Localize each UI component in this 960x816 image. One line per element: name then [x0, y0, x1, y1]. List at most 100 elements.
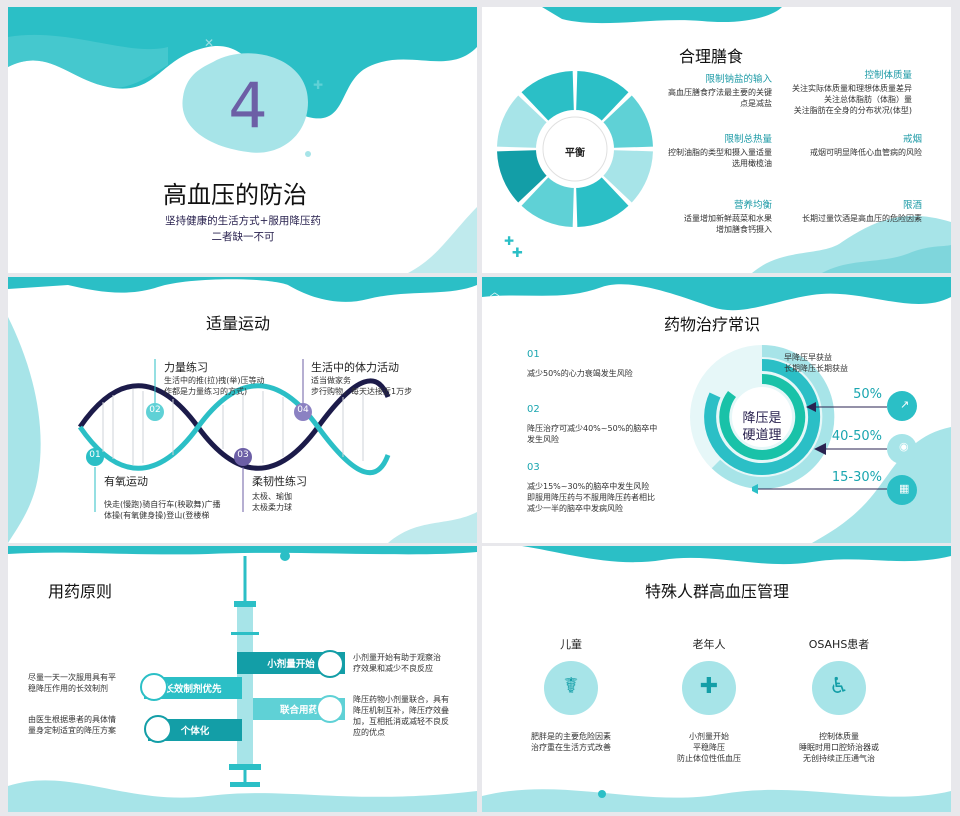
node-heading: 柔韧性练习	[252, 475, 307, 488]
pills-icon	[316, 650, 344, 678]
node-desc-line: 太极、瑜伽	[252, 492, 292, 501]
slide-diet[interactable]: ✚ ✚ 平衡 合理膳食 限制钠盐的输入高血压膳食疗法最主要的关键点是减盐 控制体质…	[482, 7, 951, 273]
thermometer-icon	[144, 715, 172, 743]
building-icon: ▦	[899, 482, 910, 495]
group-desc-line: 小剂量开始	[689, 732, 729, 741]
diet-heading: 限制钠盐的输入	[705, 74, 772, 85]
diet-desc-line: 点是减盐	[740, 99, 772, 108]
principle-desc-line: 降压药物小剂量联合，具有	[353, 695, 449, 704]
svg-text:⬠: ⬠	[490, 291, 500, 304]
node-number: 03	[237, 450, 249, 460]
pct-icon-3	[887, 475, 917, 505]
chart-icon: ↗	[900, 398, 910, 411]
node-desc-line: 快走(慢跑)骑自行车(秧歌舞)广播	[104, 500, 221, 509]
diet-desc-line: 增加膳食钙摄入	[716, 225, 772, 234]
page-title: 高血压的防治	[163, 181, 307, 209]
wheel-segment	[576, 175, 629, 227]
node-desc-line: 体操(有氧健身操)登山(登楼梯	[104, 511, 210, 520]
group-desc-line: 肥胖是的主要危险因素	[531, 732, 611, 741]
group-name: 儿童	[560, 638, 582, 651]
page-title: 药物治疗常识	[664, 315, 761, 334]
ring-center-line-2: 硬道理	[742, 428, 782, 443]
balance-wheel	[497, 71, 653, 227]
number-blob	[182, 53, 308, 153]
page-title: 用药原则	[48, 582, 113, 601]
group-name: OSAHS患者	[808, 638, 870, 651]
slide-medication-knowledge[interactable]: ⬠ 降压是 硬道理 早降压早获益 长期降压长期获益 ↗ ◉ ▦ 药物治疗常识 0…	[482, 277, 951, 543]
node-number: 02	[149, 405, 161, 415]
percent-label: 50%	[853, 387, 882, 402]
group-desc-line: 控制体质量	[819, 732, 859, 741]
diet-heading: 营养均衡	[733, 200, 772, 211]
diet-desc-line: 控制油脂的类型和摄入量适量	[668, 148, 772, 157]
stat-desc-line: 减少一半的脑卒中发病风险	[527, 504, 623, 513]
pill-bottle-icon	[140, 673, 168, 701]
svg-text:✕: ✕	[204, 36, 214, 50]
page-title: 适量运动	[206, 314, 271, 333]
progress-rings	[690, 344, 835, 489]
diet-heading: 戒烟	[902, 134, 922, 145]
wheel-segment	[601, 150, 653, 203]
group-name: 老年人	[692, 638, 726, 651]
group-desc-line: 平稳降压	[693, 743, 725, 752]
diet-desc-line: 关注实际体质量和理想体质量差异	[792, 84, 912, 93]
diet-desc-line: 关注脂肪在全身的分布状况(体型)	[793, 106, 912, 115]
node-desc-line: 太极柔力球	[252, 503, 292, 512]
percent-label: 15-30%	[831, 470, 882, 485]
diet-desc-line: 关注总体脂肪（体脂）量	[824, 95, 912, 104]
stat-desc-line: 降压治疗可减少40%~50%的脑卒中	[527, 424, 658, 433]
tag-long-acting: 长效制剂优先	[144, 677, 242, 699]
stat-number: 01	[527, 349, 540, 360]
pin-icon: ◉	[899, 440, 909, 453]
wheel-segment	[601, 95, 653, 148]
pct-icon-2	[887, 434, 917, 464]
node-desc-line: 生活中的推(拉)拽(举)压等动	[164, 376, 265, 385]
page-title: 合理膳食	[679, 47, 744, 66]
slide-background	[482, 546, 951, 812]
slide-special-groups[interactable]: 特殊人群高血压管理 ☤ ✚ ♿ 儿童肥胖是的主要危险因素治疗重在生活方式改善老年…	[482, 546, 951, 812]
diet-desc-line: 高血压膳食疗法最主要的关键	[668, 88, 772, 97]
wheel-segment	[521, 175, 574, 227]
slide-background	[8, 277, 477, 543]
node-desc-line: 适当做家务	[311, 376, 351, 385]
principle-desc-line: 降压机制互补，降压疗效叠	[353, 706, 449, 715]
node-heading: 力量练习	[164, 361, 208, 374]
group-circle-3	[812, 661, 866, 715]
page-title: 特殊人群高血压管理	[644, 582, 789, 601]
node-heading: 生活中的体力活动	[311, 361, 399, 374]
svg-text:✚: ✚	[512, 246, 523, 261]
ring-center-line-1: 降压是	[742, 411, 782, 426]
capsule-icon	[316, 695, 344, 723]
principle-desc-line: 应的优点	[353, 728, 385, 737]
group-desc-line: 睡眠时用口腔矫治器或	[799, 743, 879, 752]
diet-desc-line: 戒烟可明显降低心血管病的风险	[810, 148, 922, 157]
node-heading: 有氧运动	[104, 475, 148, 488]
note-line-2: 长期降压长期获益	[784, 364, 848, 373]
slide-background: ✚ ✚	[504, 7, 951, 273]
diet-desc-line: 长期过量饮酒是高血压的危险因素	[802, 214, 922, 223]
diet-heading: 限制总热量	[724, 134, 772, 145]
pct-arrows	[752, 402, 887, 494]
principle-desc-line: 加，互相抵消或减轻不良反	[353, 717, 449, 726]
diet-heading: 限酒	[902, 200, 922, 211]
principle-desc-line: 疗效果和减少不良反应	[353, 664, 433, 673]
principle-desc-line: 由医生根据患者的具体情	[28, 715, 116, 724]
slide-background: ✕ ✚	[8, 7, 477, 273]
node-number: 04	[297, 405, 309, 415]
slide-medication-principles[interactable]: 小剂量开始 长效制剂优先 联合用药 个体化 用药原则 小剂量开始有助于观察治疗效…	[8, 546, 477, 812]
subtitle-line-2: 二者缺一不可	[211, 231, 275, 243]
slide-prevention[interactable]: ✕ ✚ 4 高血压的防治 坚持健康的生活方式+服用降压药 二者缺一不可	[8, 7, 477, 273]
wheelchair-icon: ♿	[829, 674, 849, 699]
medical-kit-icon: ✚	[699, 674, 719, 699]
wheel-segment	[521, 71, 574, 123]
principle-desc-line: 尽量一天一次服用具有平	[28, 673, 116, 682]
diet-heading: 控制体质量	[864, 70, 912, 81]
group-circle-2	[682, 661, 736, 715]
svg-text:✚: ✚	[313, 78, 323, 92]
svg-text:✚: ✚	[504, 234, 514, 248]
section-number: 4	[228, 69, 268, 142]
wheel-segment	[497, 95, 549, 148]
wheel-segment	[576, 71, 629, 123]
wheel-center-label: 平衡	[565, 148, 585, 159]
